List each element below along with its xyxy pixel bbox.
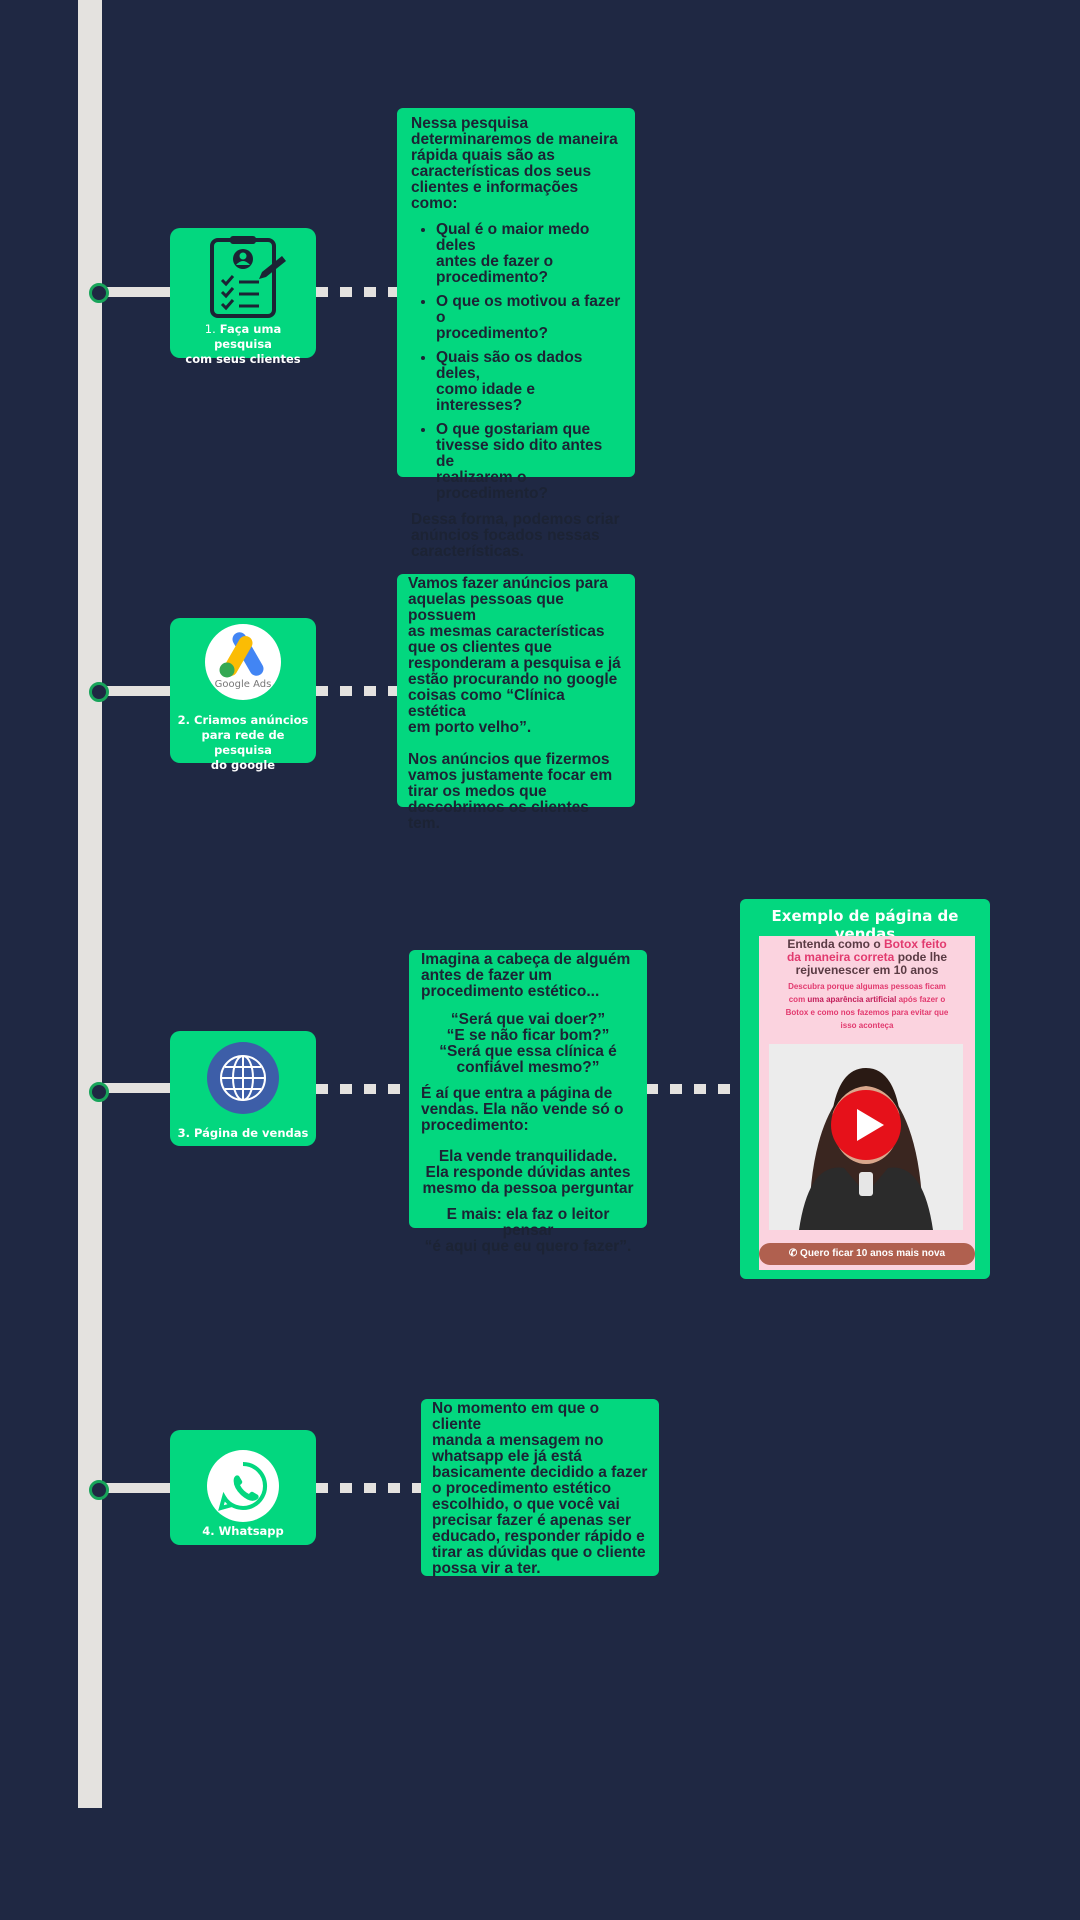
video-thumbnail[interactable] — [769, 1044, 963, 1230]
bullet-item: Qual é o maior medo deles antes de fazer… — [436, 222, 621, 286]
sales-page-example: Exemplo de página de vendas Entenda como… — [740, 899, 990, 1279]
info-2-p1: Vamos fazer anúncios para aquelas pessoa… — [408, 575, 621, 736]
step-card-3: 3. Página de vendas — [170, 1031, 316, 1146]
info-1-intro: Nessa pesquisa determinaremos de maneira… — [411, 115, 618, 212]
step-card-4: 4. Whatsapp — [170, 1430, 316, 1545]
mockup-headline: Entenda como o Botox feito da maneira co… — [786, 937, 948, 977]
youtube-play-icon[interactable] — [830, 1089, 902, 1161]
timeline-node-4 — [89, 1480, 109, 1500]
dotted-connector-1 — [316, 287, 398, 297]
timeline-node-3 — [89, 1082, 109, 1102]
bullet-item: O que gostariam que tivesse sido dito an… — [436, 422, 621, 502]
whatsapp-icon — [207, 1450, 279, 1522]
info-3-p2: É aí que entra a página de vendas. Ela n… — [421, 1085, 624, 1134]
mockup-subheadline: Descubra porque algumas pessoas ficam co… — [785, 982, 949, 1030]
dotted-connector-3b — [646, 1084, 740, 1094]
timeline-node-2 — [89, 682, 109, 702]
dotted-connector-2 — [316, 686, 398, 696]
info-3-p1: Imagina a cabeça de alguém antes de faze… — [421, 951, 631, 1000]
connector-stub-1 — [100, 287, 172, 297]
info-1-outro: Dessa forma, podemos criar anúncios foca… — [411, 511, 620, 560]
info-3-quotes: “Será que vai doer?” “E se não ficar bom… — [439, 1011, 617, 1076]
google-ads-logo-icon: Google Ads — [205, 624, 281, 700]
info-2-p2: Nos anúncios que fizermos vamos justamen… — [408, 751, 613, 832]
step-card-1: 1. Faça uma pesquisa com seus clientes — [170, 228, 316, 366]
connector-stub-2 — [100, 686, 172, 696]
info-box-2: Vamos fazer anúncios para aquelas pessoa… — [397, 574, 635, 832]
info-3-p3: Ela vende tranquilidade. Ela responde dú… — [422, 1148, 634, 1197]
globe-icon — [207, 1042, 279, 1114]
connector-stub-3 — [100, 1083, 172, 1093]
info-box-1: Nessa pesquisa determinaremos de maneira… — [397, 108, 635, 560]
info-box-4: No momento em que o cliente manda a mens… — [421, 1399, 659, 1577]
cta-button[interactable]: ✆ Quero ficar 10 anos mais nova — [759, 1243, 975, 1265]
info-3-p4: E mais: ela faz o leitor pensar “é aqui … — [424, 1206, 632, 1255]
connector-stub-4 — [100, 1483, 172, 1493]
timeline-rail — [78, 0, 102, 1808]
step-label-3: 3. Página de vendas — [177, 1126, 309, 1140]
step-card-2: Google Ads 2. Criamos anúncios para rede… — [170, 618, 316, 772]
info-1-bullets: Qual é o maior medo deles antes de fazer… — [411, 222, 621, 502]
step-label-2: 2. Criamos anúncios para rede de pesquis… — [177, 713, 309, 772]
bullet-item: O que os motivou a fazer o procedimento? — [436, 294, 621, 342]
whatsapp-icon: ✆ — [788, 1248, 798, 1259]
google-ads-logo-text: Google Ads — [214, 679, 272, 690]
sales-page-mockup: Entenda como o Botox feito da maneira co… — [759, 936, 975, 1270]
info-4-p1: No momento em que o cliente manda a mens… — [432, 1400, 648, 1577]
clipboard-checklist-icon — [210, 236, 286, 318]
step-label-4: 4. Whatsapp — [202, 1524, 284, 1538]
timeline-node-1 — [89, 283, 109, 303]
step-label-1: 1. Faça uma pesquisa com seus clientes — [185, 322, 301, 366]
bullet-item: Quais são os dados deles, como idade e i… — [436, 350, 621, 414]
dotted-connector-4 — [316, 1483, 422, 1493]
info-box-3: Imagina a cabeça de alguém antes de faze… — [409, 950, 647, 1255]
dotted-connector-3 — [316, 1084, 410, 1094]
